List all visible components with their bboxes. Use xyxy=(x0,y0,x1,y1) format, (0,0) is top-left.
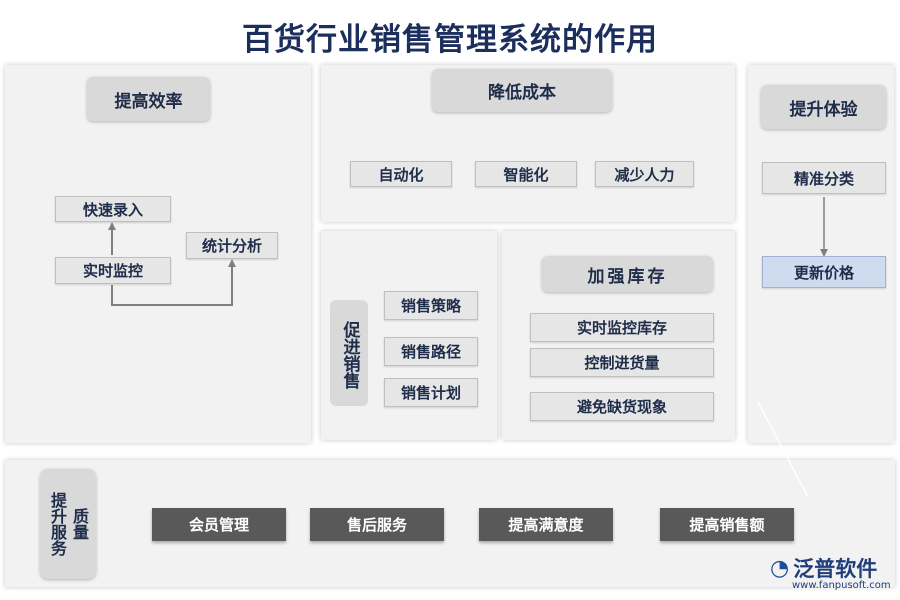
control-purchase-tag: 控制进货量 xyxy=(530,348,714,377)
sales-plan-tag: 销售计划 xyxy=(384,378,478,407)
sales-header: 促进销售 xyxy=(330,300,368,406)
logo-name: 泛普软件 xyxy=(793,557,878,581)
precise-classify-tag: 精准分类 xyxy=(762,162,886,194)
logo-icon: ◔ xyxy=(770,555,790,581)
page-title: 百货行业销售管理系统的作用 xyxy=(242,22,658,58)
decorative-diagonal-line xyxy=(757,401,809,498)
member-management-tag: 会员管理 xyxy=(152,508,286,541)
fast-entry-tag: 快速录入 xyxy=(55,196,171,222)
logo-url: www.fanpusoft.com xyxy=(792,580,891,591)
sales-volume-tag: 提高销售额 xyxy=(660,508,794,541)
efficiency-header: 提高效率 xyxy=(87,77,210,121)
service-header-left: 提升服务 xyxy=(48,492,67,556)
update-price-tag: 更新价格 xyxy=(762,256,886,288)
arrow-monitor-to-stats xyxy=(111,259,236,306)
satisfaction-tag: 提高满意度 xyxy=(479,508,613,541)
sales-path-tag: 销售路径 xyxy=(384,337,478,366)
intelligent-tag: 智能化 xyxy=(475,161,577,187)
reduce-labor-tag: 减少人力 xyxy=(595,161,694,187)
avoid-shortage-tag: 避免缺货现象 xyxy=(530,392,714,421)
brand-logo: ◔ 泛普软件 www.fanpusoft.com xyxy=(770,553,895,593)
realtime-monitor-tag: 实时监控 xyxy=(55,257,171,284)
sales-strategy-tag: 销售策略 xyxy=(384,291,478,320)
service-header-right: 质量 xyxy=(70,508,89,540)
experience-header: 提升体验 xyxy=(761,85,886,129)
after-sales-tag: 售后服务 xyxy=(310,508,444,541)
automation-tag: 自动化 xyxy=(350,161,452,187)
stats-analysis-tag: 统计分析 xyxy=(186,232,278,259)
realtime-stock-tag: 实时监控库存 xyxy=(530,313,714,342)
service-header: 提升服务 质量 xyxy=(40,469,96,579)
cost-header: 降低成本 xyxy=(432,69,612,112)
inventory-header: 加强库存 xyxy=(542,256,713,292)
